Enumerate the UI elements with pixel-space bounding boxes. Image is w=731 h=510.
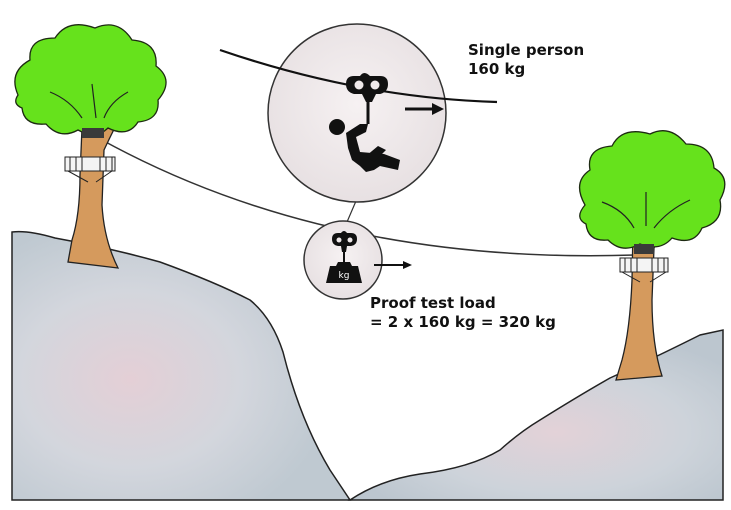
single-person-title: Single person bbox=[468, 41, 584, 60]
right-tree-canopy bbox=[580, 131, 725, 249]
left-tree-canopy bbox=[15, 25, 166, 135]
test-weight-label: kg bbox=[339, 271, 350, 281]
single-person-bubble bbox=[220, 24, 497, 202]
single-person-weight: 160 kg bbox=[468, 60, 584, 79]
proof-test-title: Proof test load bbox=[370, 294, 556, 313]
single-person-label: Single person 160 kg bbox=[468, 41, 584, 79]
left-tree bbox=[15, 25, 166, 268]
left-tree-anchor-band bbox=[82, 128, 104, 138]
right-cliff bbox=[350, 330, 723, 500]
proof-test-label: Proof test load = 2 x 160 kg = 320 kg bbox=[370, 294, 556, 332]
proof-test-formula: = 2 x 160 kg = 320 kg bbox=[370, 313, 556, 332]
right-tree-anchor-band bbox=[634, 244, 654, 254]
left-cliff bbox=[12, 232, 350, 500]
proof-load-bubble: kg bbox=[304, 221, 412, 299]
bubble-connector bbox=[347, 201, 356, 222]
